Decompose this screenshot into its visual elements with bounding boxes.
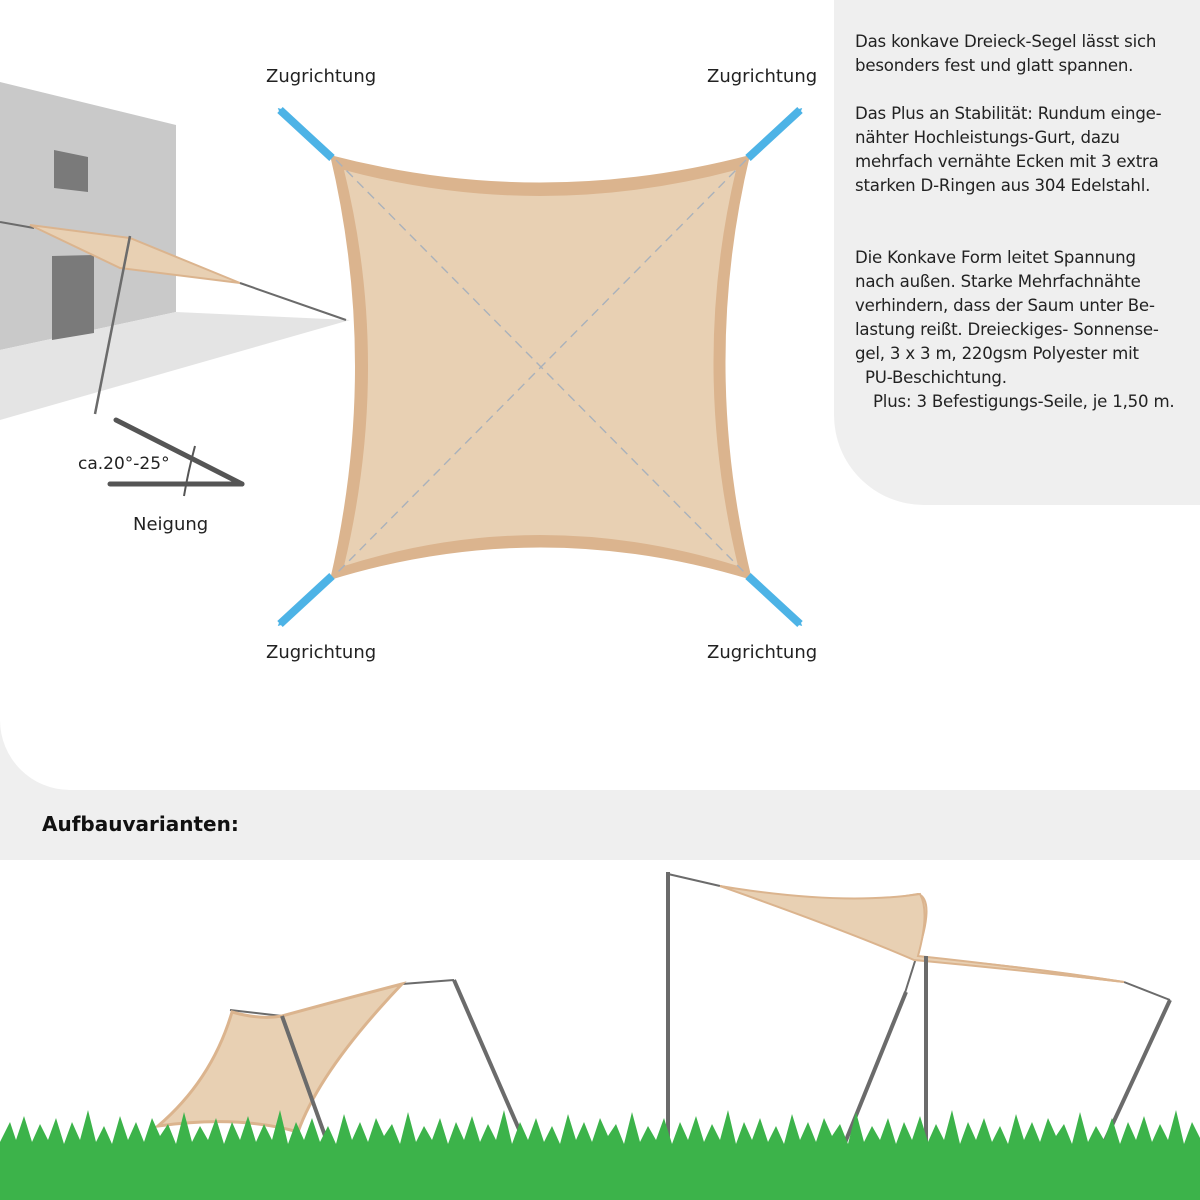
concave-sail: [330, 155, 752, 580]
setup-heading: Aufbauvarianten:: [42, 812, 239, 836]
guy-rope: [239, 282, 347, 321]
window-icon: [54, 150, 88, 192]
slope-label: Neigung: [133, 514, 209, 535]
description-line: gel, 3 x 3 m, 220gsm Polyester mit: [855, 344, 1139, 363]
pull-arrows: [277, 107, 803, 627]
diagonal-line: [335, 159, 747, 575]
house-wall: [0, 82, 176, 350]
description-line: starken D-Ringen aus 304 Edelstahl.: [855, 176, 1151, 195]
description-line: verhindern, dass der Saum unter Be-: [855, 296, 1155, 315]
house-illustration: [0, 82, 350, 420]
sail-body: [344, 170, 738, 566]
arrow-down-right-icon: [745, 573, 803, 627]
description-line: PU-Beschichtung.: [865, 368, 1007, 387]
sail-variant: [719, 885, 1125, 983]
pole: [836, 991, 908, 1161]
arrow-up-right-icon: [745, 107, 803, 161]
setup-variants: [0, 872, 1200, 1200]
grass: [0, 1110, 1200, 1200]
description-line: nähter Hochleistungs-Gurt, dazu: [855, 128, 1120, 147]
description-line: Das konkave Dreieck-Segel lässt sich: [855, 32, 1157, 51]
arrow-down-left-icon: [277, 573, 335, 627]
description-line: Das Plus an Stabilität: Rundum einge-: [855, 104, 1162, 123]
setup-band: Aufbauvarianten:: [0, 790, 1200, 860]
angle-label: ca.20°-25°: [78, 454, 170, 474]
description-line: nach außen. Starke Mehrfachnähte: [855, 272, 1141, 291]
pull-label-top-right: Zugrichtung: [707, 66, 818, 87]
angle-indicator: [107, 417, 245, 497]
wall-rope: [0, 221, 35, 229]
description-line: Die Konkave Form leitet Spannung: [855, 248, 1136, 267]
description-panel: Das konkave Dreieck-Segel lässt sich bes…: [834, 0, 1200, 505]
setup-variant-right: [666, 872, 1172, 1161]
pull-label-bottom-right: Zugrichtung: [707, 642, 818, 663]
sail-variant: [153, 981, 407, 1134]
description-line: mehrfach vernähte Ecken mit 3 extra: [855, 152, 1159, 171]
pole: [93, 235, 132, 415]
pole: [452, 979, 530, 1151]
pull-label-top-left: Zugrichtung: [266, 66, 377, 87]
description-line: besonders fest und glatt spannen.: [855, 56, 1134, 75]
door-icon: [52, 255, 94, 340]
main-diagram: [0, 82, 803, 627]
arrow-up-left-icon: [277, 107, 335, 161]
pull-label-bottom-left: Zugrichtung: [266, 642, 377, 663]
ground-plane: [0, 312, 350, 420]
description-line: lastung reißt. Dreieckiges- Sonnense-: [855, 320, 1159, 339]
description-line: Plus: 3 Befestigungs-Seile, je 1,50 m.: [873, 392, 1175, 411]
setup-variant-left: [153, 979, 530, 1173]
